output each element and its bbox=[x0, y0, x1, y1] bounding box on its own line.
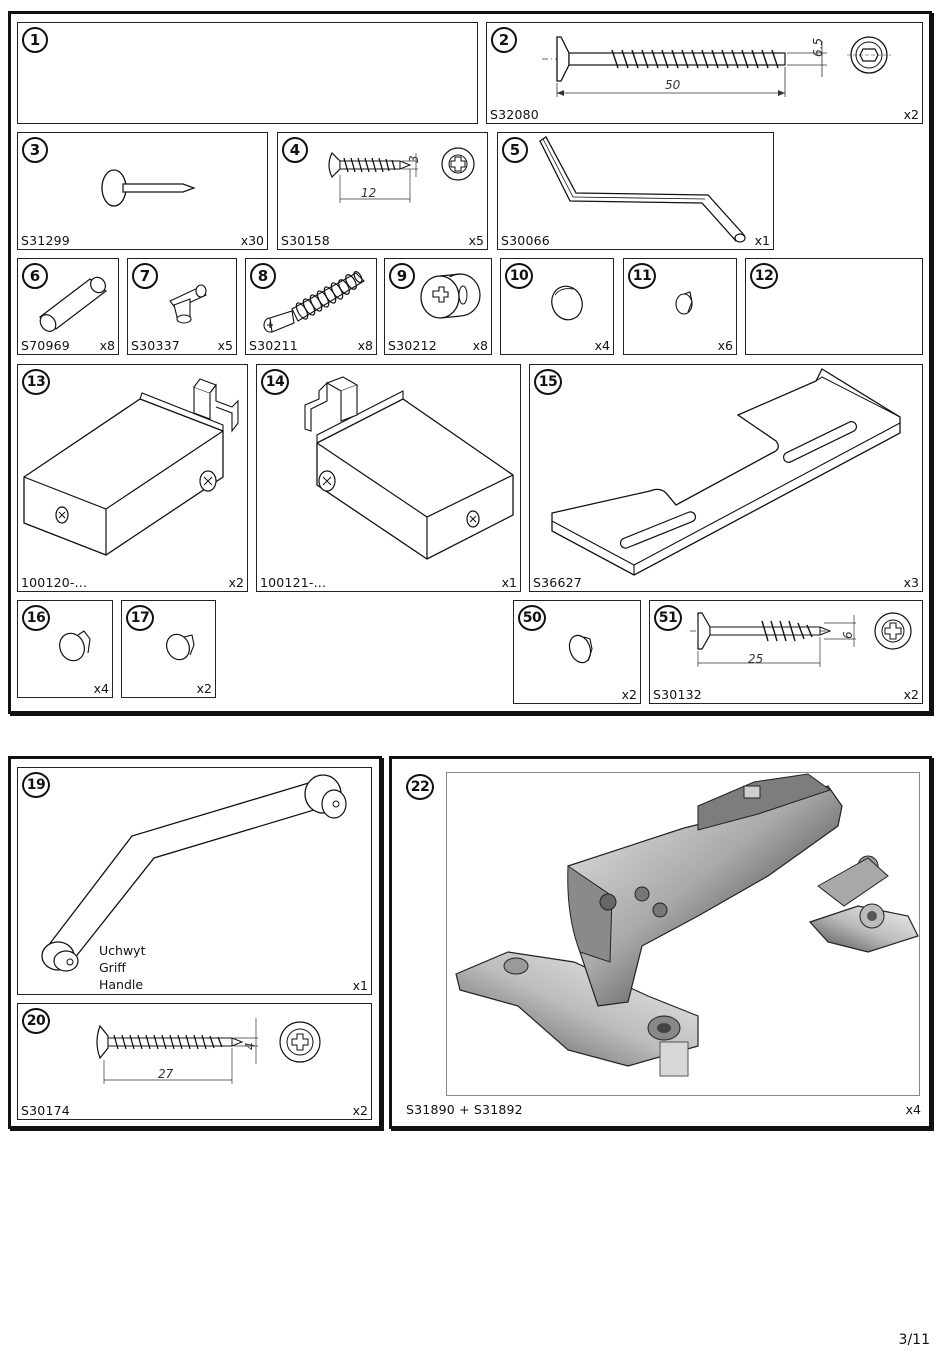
mounting-plate-icon bbox=[530, 365, 924, 593]
part-5-box: 5 S30066 x1 bbox=[497, 132, 774, 250]
handle-label-pl: Uchwyt bbox=[99, 943, 145, 959]
part-13-box: 13 100120-... x2 bbox=[17, 364, 248, 592]
handle-icon bbox=[18, 768, 373, 996]
part-6-box: 6 S70969 x8 bbox=[17, 258, 119, 355]
part-9-box: 9 S30212 x8 bbox=[384, 258, 492, 355]
part-quantity: x5 bbox=[218, 338, 233, 353]
part-15-box: 15 S36627 x3 bbox=[529, 364, 923, 592]
part-number: 12 bbox=[750, 263, 778, 289]
part-code: S36627 bbox=[533, 575, 582, 590]
part-11-box: 11 x6 bbox=[623, 258, 737, 355]
part-quantity: x1 bbox=[502, 575, 517, 590]
dimension-diameter: 3 bbox=[406, 155, 422, 163]
part-quantity: x1 bbox=[755, 233, 770, 248]
part-quantity: x4 bbox=[595, 338, 610, 353]
part-quantity: x2 bbox=[904, 107, 919, 122]
part-quantity: x2 bbox=[353, 1103, 368, 1118]
part-quantity: x8 bbox=[473, 338, 488, 353]
part-quantity: x6 bbox=[718, 338, 733, 353]
part-quantity: x2 bbox=[229, 575, 244, 590]
part-12-box: 12 bbox=[745, 258, 923, 355]
part-code: S30132 bbox=[653, 687, 702, 702]
part-51-box: 51 25 6 S30132 x2 bbox=[649, 600, 923, 704]
part-code: S30337 bbox=[131, 338, 180, 353]
part-code: S32080 bbox=[490, 107, 539, 122]
part-50-box: 50 x2 bbox=[513, 600, 641, 704]
part-quantity: x2 bbox=[197, 681, 212, 696]
part-code: 100120-... bbox=[21, 575, 87, 590]
part-22-box: 22 bbox=[398, 766, 923, 1121]
part-code: S70969 bbox=[21, 338, 70, 353]
dimension-diameter: 6.5 bbox=[810, 38, 826, 57]
part-code: S30158 bbox=[281, 233, 330, 248]
part-4-box: 4 12 3 S30158 x5 bbox=[277, 132, 488, 250]
dimension-diameter: 4 bbox=[242, 1042, 258, 1050]
hinge-photo-icon bbox=[398, 766, 923, 1121]
part-7-box: 7 S30337 x5 bbox=[127, 258, 237, 355]
dimension-length: 25 bbox=[748, 651, 763, 667]
long-screw-icon bbox=[487, 23, 924, 125]
part-14-box: 14 100121-... x1 bbox=[256, 364, 521, 592]
part-quantity: x2 bbox=[622, 687, 637, 702]
part-quantity: x4 bbox=[94, 681, 109, 696]
part-code: S30211 bbox=[249, 338, 298, 353]
part-code: S30212 bbox=[388, 338, 437, 353]
part-quantity: x8 bbox=[358, 338, 373, 353]
handle-label-en: Handle bbox=[99, 977, 143, 993]
part-3-box: 3 S31299 x30 bbox=[17, 132, 268, 250]
part-quantity: x8 bbox=[100, 338, 115, 353]
drawer-bracket-icon bbox=[18, 365, 249, 593]
dimension-diameter: 6 bbox=[840, 631, 856, 639]
part-quantity: x3 bbox=[904, 575, 919, 590]
part-quantity: x4 bbox=[906, 1102, 921, 1117]
part-quantity: x1 bbox=[353, 978, 368, 993]
part-quantity: x2 bbox=[904, 687, 919, 702]
part-8-box: 8 S30211 x8 bbox=[245, 258, 377, 355]
part-number: 1 bbox=[22, 27, 48, 53]
part-1-box: 1 bbox=[17, 22, 478, 124]
part-code: S30174 bbox=[21, 1103, 70, 1118]
dimension-length: 27 bbox=[158, 1066, 173, 1082]
part-17-box: 17 x2 bbox=[121, 600, 216, 698]
page-number: 3/11 bbox=[899, 1332, 930, 1348]
part-2-box: 2 50 6.5 S32080 x2 bbox=[486, 22, 923, 124]
part-quantity: x30 bbox=[241, 233, 264, 248]
part-code: S31890 + S31892 bbox=[406, 1102, 523, 1117]
part-code: 100121-... bbox=[260, 575, 326, 590]
part-quantity: x5 bbox=[469, 233, 484, 248]
dimension-length: 12 bbox=[361, 185, 376, 201]
handle-label-de: Griff bbox=[99, 960, 126, 976]
part-20-box: 20 27 4 S30174 x2 bbox=[17, 1003, 372, 1120]
part-code: S31299 bbox=[21, 233, 70, 248]
part-19-box: 19 Uchwyt Griff Handle x1 bbox=[17, 767, 372, 995]
part-10-box: 10 x4 bbox=[500, 258, 614, 355]
drawer-bracket-icon bbox=[257, 365, 522, 593]
wood-screw-icon bbox=[18, 1004, 373, 1121]
part-16-box: 16 x4 bbox=[17, 600, 113, 698]
dimension-length: 50 bbox=[665, 77, 680, 93]
part-code: S30066 bbox=[501, 233, 550, 248]
